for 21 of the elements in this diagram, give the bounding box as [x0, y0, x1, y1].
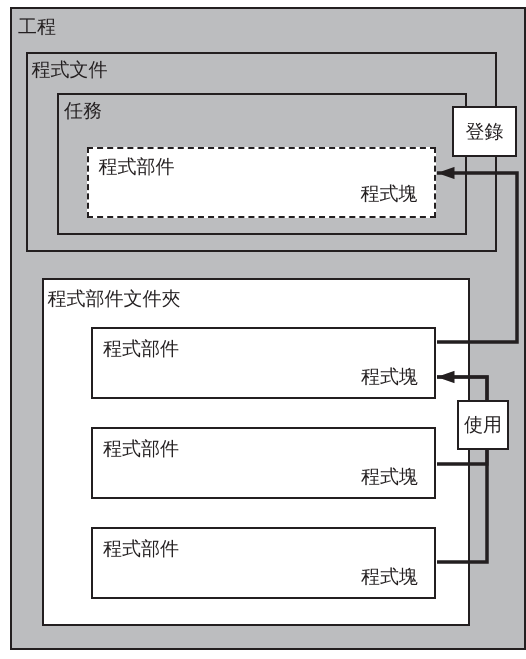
box-title: 程式部件: [98, 156, 174, 178]
edge-label: 登錄: [452, 106, 517, 157]
box-title: 工程: [18, 17, 56, 39]
box-title: 任務: [64, 101, 102, 123]
edge-label: 使用: [457, 400, 509, 450]
block-label: 程式塊: [361, 367, 418, 389]
box-title: 程式部件: [103, 339, 179, 361]
box-title: 程式部件: [103, 539, 179, 561]
box-title: 程式文件: [32, 60, 108, 82]
component-box: [86, 146, 436, 218]
box-title: 程式部件: [103, 439, 179, 461]
arrow: [437, 166, 519, 344]
block-label: 程式塊: [361, 567, 418, 589]
block-label: 程式塊: [360, 184, 418, 206]
block-label: 程式塊: [361, 467, 418, 489]
component-box: [91, 527, 436, 599]
component-box: [91, 427, 436, 499]
task-box: [57, 93, 467, 235]
component-box: [91, 327, 436, 399]
box-title: 程式部件文件夾: [48, 288, 180, 310]
project-box: [10, 7, 526, 650]
